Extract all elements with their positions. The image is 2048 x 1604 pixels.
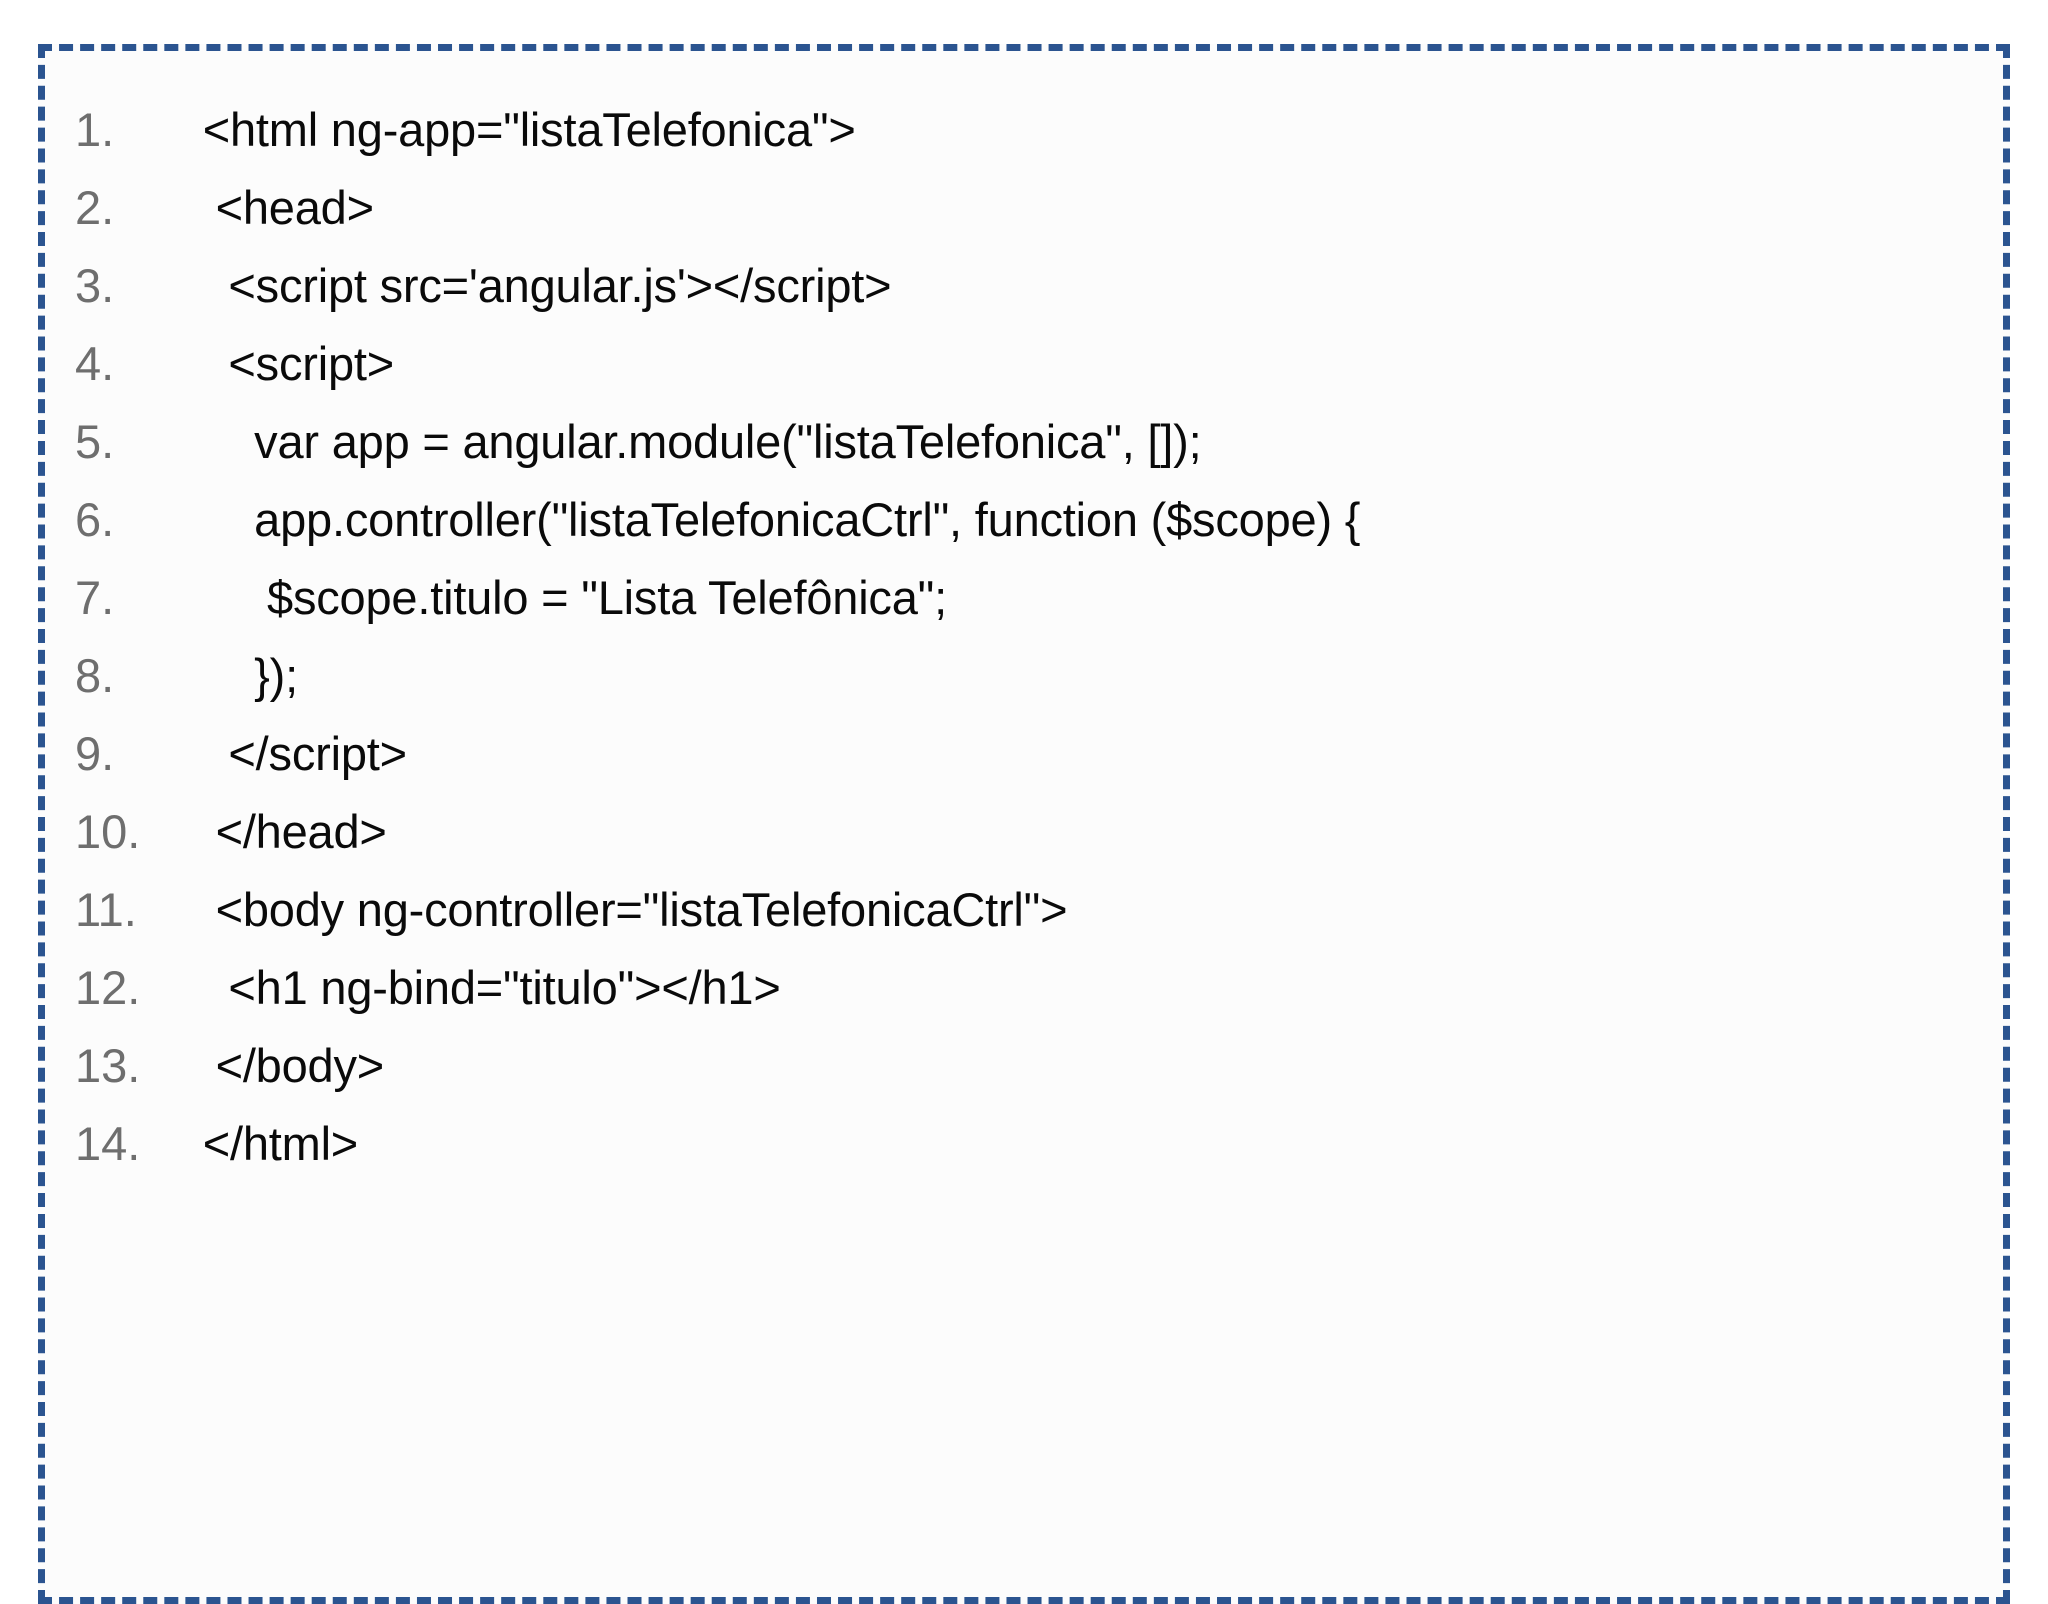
code-line: 5. var app = angular.module("listaTelefo…: [45, 403, 2003, 481]
line-number: 11.: [75, 883, 137, 936]
line-code: <script>: [177, 337, 395, 390]
line-code: </script>: [177, 727, 407, 780]
line-number: 6.: [75, 493, 115, 546]
line-code: app.controller("listaTelefonicaCtrl", fu…: [177, 493, 1361, 546]
code-line: 6. app.controller("listaTelefonicaCtrl",…: [45, 481, 2003, 559]
line-number: 14.: [75, 1117, 141, 1170]
line-number: 10.: [75, 805, 141, 858]
line-code: </html>: [177, 1117, 359, 1170]
line-code: var app = angular.module("listaTelefonic…: [177, 415, 1202, 468]
line-number: 5.: [75, 415, 115, 468]
line-code: </head>: [177, 805, 387, 858]
code-line: 8. });: [45, 637, 2003, 715]
code-line: 1. <html ng-app="listaTelefonica">: [45, 91, 2003, 169]
code-line: 9. </script>: [45, 715, 2003, 793]
code-line: 11. <body ng-controller="listaTelefonica…: [45, 871, 2003, 949]
line-code: $scope.titulo = "Lista Telefônica";: [177, 571, 948, 624]
line-number: 13.: [75, 1039, 141, 1092]
line-code: <html ng-app="listaTelefonica">: [177, 103, 856, 156]
line-code: });: [177, 649, 298, 702]
line-number: 1.: [75, 103, 115, 156]
code-line: 13. </body>: [45, 1027, 2003, 1105]
line-number: 9.: [75, 727, 115, 780]
line-code: <body ng-controller="listaTelefonicaCtrl…: [177, 883, 1068, 936]
code-line: 10. </head>: [45, 793, 2003, 871]
line-code: </body>: [177, 1039, 385, 1092]
line-number: 12.: [75, 961, 141, 1014]
line-number: 7.: [75, 571, 115, 624]
code-block-container: 1. <html ng-app="listaTelefonica"> 2. <h…: [38, 44, 2010, 1604]
code-line: 12. <h1 ng-bind="titulo"></h1>: [45, 949, 2003, 1027]
code-line: 4. <script>: [45, 325, 2003, 403]
code-line: 7. $scope.titulo = "Lista Telefônica";: [45, 559, 2003, 637]
line-number: 8.: [75, 649, 115, 702]
line-code: <script src='angular.js'></script>: [177, 259, 892, 312]
code-line: 2. <head>: [45, 169, 2003, 247]
slide-canvas: 1. <html ng-app="listaTelefonica"> 2. <h…: [38, 44, 2010, 1604]
line-code: <head>: [177, 181, 374, 234]
line-number: 4.: [75, 337, 115, 390]
code-line: 3. <script src='angular.js'></script>: [45, 247, 2003, 325]
line-number: 2.: [75, 181, 115, 234]
line-number: 3.: [75, 259, 115, 312]
line-code: <h1 ng-bind="titulo"></h1>: [177, 961, 781, 1014]
code-line: 14. </html>: [45, 1105, 2003, 1183]
